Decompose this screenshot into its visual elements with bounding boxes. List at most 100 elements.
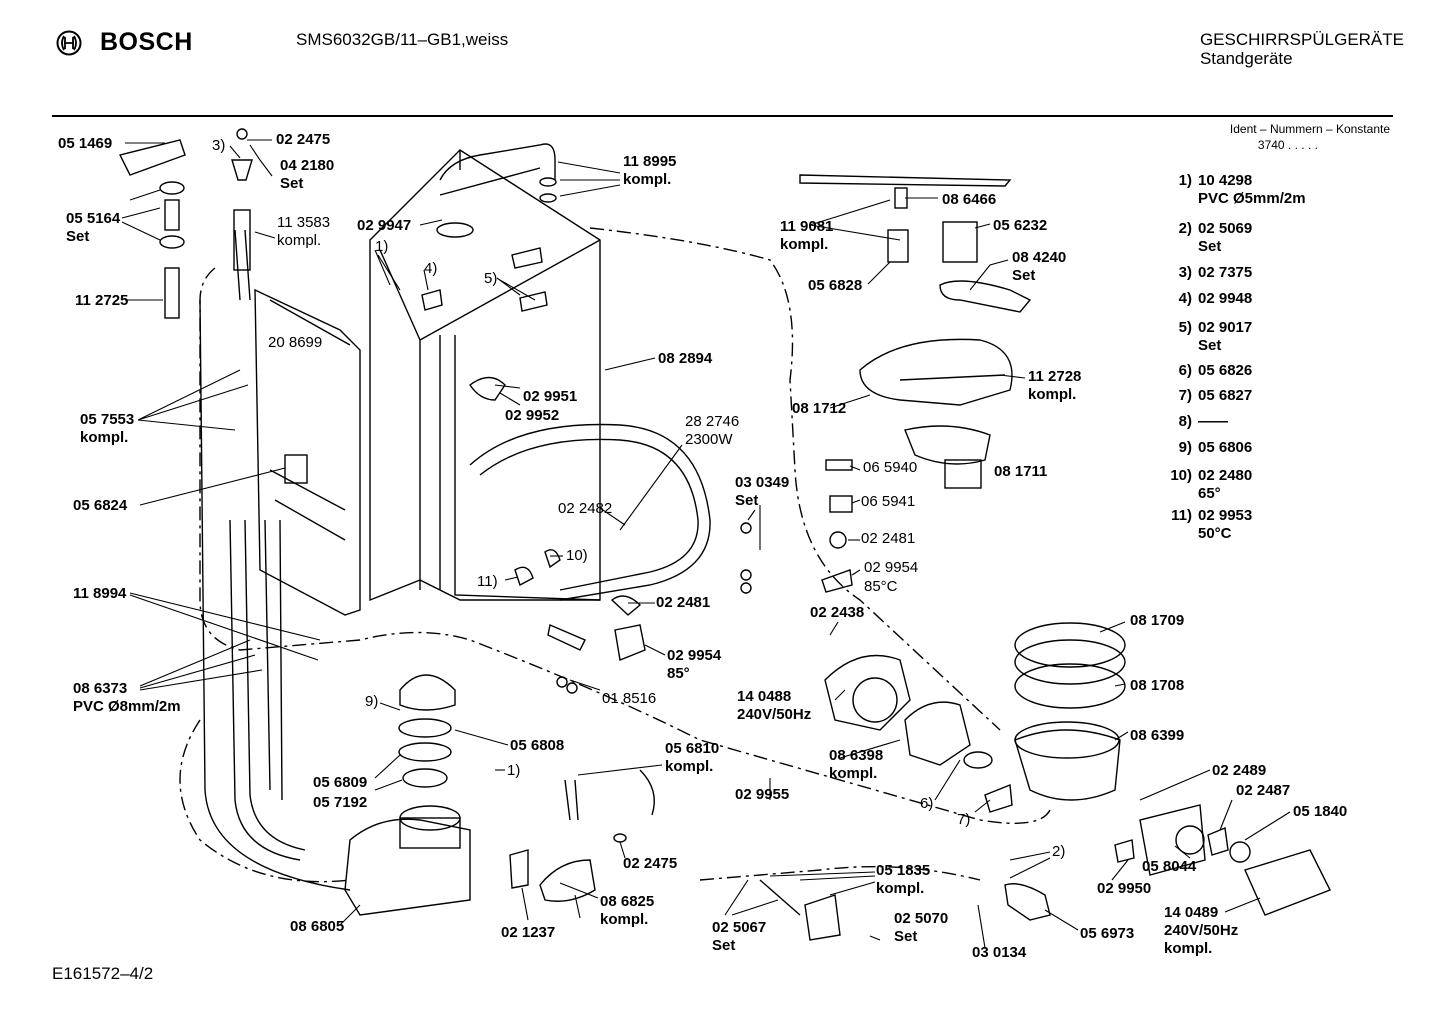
legend-note: Set [1198, 238, 1222, 255]
part-label: 06 5941 [861, 493, 916, 510]
part-note: kompl. [780, 236, 829, 253]
part-note: Set [280, 175, 304, 192]
part-label: 03 0349 [735, 474, 790, 491]
category-title: GESCHIRRSPÜLGERÄTE Standgeräte [1200, 30, 1404, 68]
document-code: E161572–4/2 [52, 964, 154, 983]
callout-label: 4) [424, 260, 438, 277]
part-label: 02 2475 [276, 131, 331, 148]
legend-part: 05 6827 [1198, 387, 1253, 404]
part-label: 05 1835 [876, 862, 931, 879]
part-note: 85°C [864, 578, 898, 595]
legend-index: 6) [1178, 362, 1192, 379]
coarse-filter [859, 338, 1013, 406]
lower-spray-arm [799, 174, 1012, 187]
legend-index: 8) [1178, 413, 1192, 430]
part-note: kompl. [277, 232, 322, 249]
legend-index: 11) [1171, 507, 1192, 524]
part-label: 08 1708 [1130, 677, 1185, 694]
part-note: kompl. [80, 429, 129, 446]
bosch-armature-icon [56, 30, 82, 55]
callout-label: 10) [566, 547, 588, 564]
base-outline [179, 719, 981, 883]
legend-part: 02 9017 [1198, 319, 1253, 336]
legend-row: 6)05 6826 [1156, 362, 1253, 380]
callout-label: 6) [920, 795, 934, 812]
heater-element [469, 423, 711, 601]
part-label: 28 2746 [685, 413, 740, 430]
ident-value: 3740 . . . . . [1257, 138, 1318, 152]
legend-index: 9) [1178, 439, 1192, 456]
legend-note: PVC Ø5mm/2m [1198, 190, 1306, 207]
part-label: 04 2180 [280, 157, 335, 174]
part-label: 05 6824 [73, 497, 128, 514]
part-label: 08 6825 [600, 893, 655, 910]
legend-index: 1) [1178, 172, 1192, 189]
part-note: 2300W [685, 431, 733, 448]
part-label: 14 0489 [1164, 904, 1219, 921]
part-label: 08 4240 [1012, 249, 1067, 266]
legend-index: 5) [1178, 319, 1192, 336]
part-note: kompl. [1164, 940, 1213, 957]
legend-note: Set [1198, 337, 1222, 354]
legend-part: 02 5069 [1198, 220, 1253, 237]
part-label: 02 9947 [357, 217, 412, 234]
legend-part: 10 4298 [1198, 172, 1253, 189]
legend-part: 02 7375 [1198, 264, 1253, 281]
legend-row: 7) 05 6827 [1156, 387, 1253, 405]
part-label: 05 7553 [80, 411, 135, 428]
part-note: kompl. [876, 880, 925, 897]
ident-title: Ident – Nummern – Konstante [1229, 122, 1390, 136]
control-panel [254, 288, 361, 616]
part-label: 05 6232 [993, 217, 1048, 234]
ident-block: Ident – Nummern – Konstante 3740 . . . .… [1230, 121, 1390, 153]
part-label: 01 8516 [602, 690, 657, 707]
callout-label: 1) [507, 762, 521, 779]
part-note: kompl. [623, 171, 672, 188]
legend-note: 65° [1198, 485, 1221, 502]
sump [1014, 729, 1121, 801]
legend-row: 9)05 6806 [1156, 439, 1253, 457]
part-label: 02 9954 [667, 647, 722, 664]
legend-part: —— [1198, 413, 1228, 430]
part-note: kompl. [1028, 386, 1077, 403]
circulation-pump [344, 674, 471, 916]
part-note: Set [1012, 267, 1036, 284]
motor-1 [824, 654, 911, 731]
part-label: 03 0134 [972, 944, 1027, 961]
legend-row: 4)02 9948 [1156, 290, 1253, 308]
brand-name: BOSCH [100, 28, 193, 56]
category-line1: GESCHIRRSPÜLGERÄTE [1199, 30, 1404, 49]
part-label: 11 9081 [780, 218, 834, 235]
legend-index: 3) [1178, 264, 1192, 281]
part-label: 11 8994 [73, 585, 127, 602]
legend-index: 7) [1178, 387, 1192, 404]
part-label: 08 6805 [290, 918, 345, 935]
model-number: SMS6032GB/11–GB1,weiss [296, 30, 509, 49]
part-label: 08 6466 [942, 191, 997, 208]
legend-index: 10) [1170, 467, 1192, 484]
part-label: 08 1711 [994, 463, 1048, 480]
part-label: 02 9951 [523, 388, 578, 405]
part-label: 02 2481 [656, 594, 711, 611]
callout-label: 9) [365, 693, 379, 710]
part-label: 05 1469 [58, 135, 113, 152]
part-label: 20 8699 [268, 334, 323, 351]
part-label: 06 5940 [863, 459, 918, 476]
part-label: 11 8995 [623, 153, 677, 170]
part-label: 11 3583 [277, 214, 331, 231]
part-label: 05 6828 [808, 277, 863, 294]
header-divider [52, 115, 1393, 117]
part-label: 02 5067 [712, 919, 767, 936]
part-label: 05 6973 [1080, 925, 1135, 942]
part-label: 05 7192 [313, 794, 368, 811]
part-note: 240V/50Hz [1164, 922, 1239, 939]
upper-spray-tube [439, 143, 556, 196]
callout-label: 7) [957, 811, 971, 828]
